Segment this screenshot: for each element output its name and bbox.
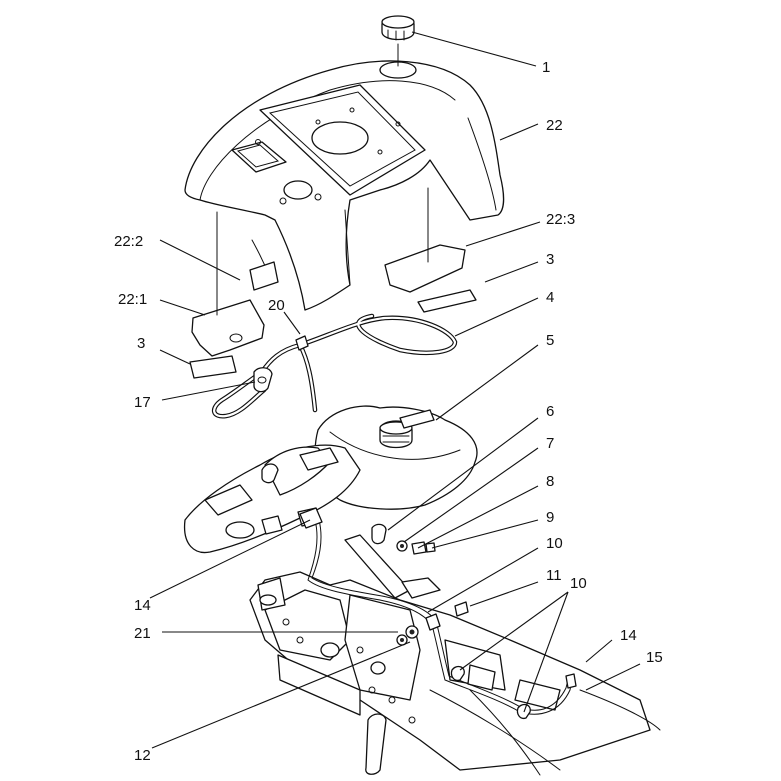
callout-15: 15 [646,649,663,666]
callout-10-right: 10 [570,575,587,592]
fuel-filter [253,367,273,393]
callout-10-top: 10 [546,535,563,552]
hardware [396,540,469,646]
callout-9: 9 [546,509,554,526]
fuel-tank [314,405,478,510]
callout-8: 8 [546,473,554,490]
callout-22-1: 22:1 [118,291,147,308]
fuel-hose [212,313,458,419]
callout-14-left: 14 [134,597,151,614]
callout-17: 17 [134,394,151,411]
callout-labels: 1 22 22:3 22:2 3 4 22:1 20 3 5 17 6 7 8 … [114,59,663,764]
callout-11: 11 [546,567,562,584]
callout-20: 20 [268,297,285,314]
callout-6: 6 [546,403,554,420]
callout-4: 4 [546,289,554,306]
hood-assembly [184,60,505,311]
callout-22-2: 22:2 [114,233,143,250]
callout-5: 5 [546,332,554,349]
callout-22-3: 22:3 [546,211,575,228]
chassis-frame [249,534,661,776]
callout-12: 12 [134,747,151,764]
callout-1: 1 [542,59,550,76]
pads [189,187,477,379]
callout-21: 21 [134,625,151,642]
callout-3-left: 3 [137,335,145,352]
callout-14-right: 14 [620,627,637,644]
callout-3-right: 3 [546,251,554,268]
fuel-cap [381,15,415,67]
callout-22: 22 [546,117,563,134]
seat-deck [183,444,361,554]
leader-lines [149,31,641,749]
callout-7: 7 [546,435,554,452]
